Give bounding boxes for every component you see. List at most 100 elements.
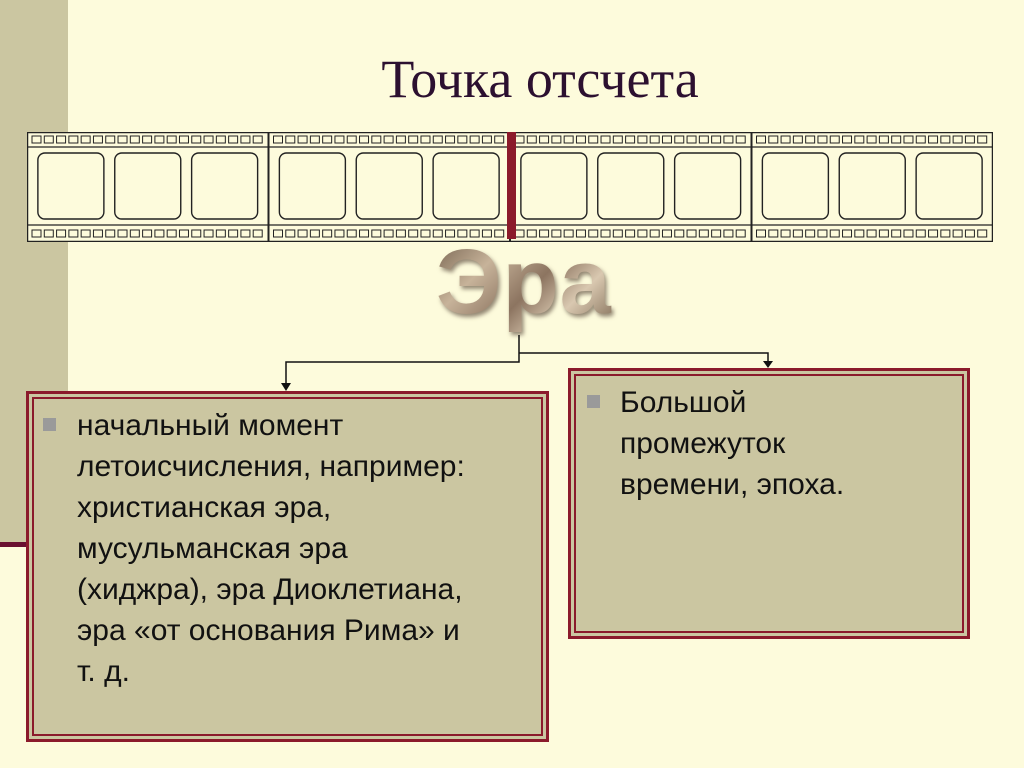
film-frame (761, 152, 830, 220)
film-perforation (285, 135, 296, 144)
film-perforation (756, 229, 766, 238)
side-decor-line (0, 542, 26, 547)
film-perforation (817, 229, 828, 238)
arrow-head-right (763, 361, 773, 368)
film-perforation (273, 135, 283, 144)
film-perforation (735, 135, 746, 144)
film-perforation (854, 229, 865, 238)
film-perforation (142, 135, 153, 144)
film-frame (520, 152, 588, 220)
film-perforation (117, 135, 128, 144)
definition-box-period: Большой промежуток времени, эпоха. (568, 368, 970, 639)
film-frame (190, 152, 259, 220)
film-perforation (940, 229, 951, 238)
film-perforation (80, 135, 91, 144)
film-perforation (481, 229, 492, 238)
film-perforation (178, 229, 189, 238)
film-perforation (383, 135, 394, 144)
film-perforation (964, 229, 975, 238)
film-perforation (805, 135, 816, 144)
bullet-icon (587, 395, 600, 408)
film-perforation (551, 135, 562, 144)
film-perforation (600, 135, 611, 144)
film-perforation (526, 135, 537, 144)
film-perforation (940, 135, 951, 144)
film-perforation (805, 229, 816, 238)
film-perforation (686, 135, 697, 144)
film-perforation (346, 229, 357, 238)
film-perforation (166, 135, 177, 144)
film-perforation (240, 229, 251, 238)
film-perforation (723, 229, 734, 238)
film-perforation (723, 135, 734, 144)
film-perforation (612, 229, 623, 238)
film-perforation (105, 229, 116, 238)
film-perforation (915, 135, 926, 144)
film-perforation (756, 135, 766, 144)
film-perforation (191, 229, 202, 238)
film-perforation (829, 229, 840, 238)
film-perforation (829, 135, 840, 144)
film-perforation (395, 229, 406, 238)
film-perforation (768, 229, 779, 238)
film-perforation (191, 135, 202, 144)
film-perforation (866, 135, 877, 144)
film-frame (915, 152, 983, 220)
film-perforation (952, 135, 963, 144)
film-perforation (792, 135, 803, 144)
film-perforation (854, 135, 865, 144)
film-perforation (105, 135, 116, 144)
film-perforation (228, 229, 239, 238)
film-perforation (792, 229, 803, 238)
film-perforation (432, 229, 443, 238)
film-perforation (395, 135, 406, 144)
film-perforation (322, 135, 333, 144)
film-perforation (457, 229, 468, 238)
film-perforation (273, 229, 283, 238)
film-perforation (359, 229, 370, 238)
film-perforation (768, 135, 779, 144)
film-perforation (117, 229, 128, 238)
film-perforation (625, 229, 636, 238)
film-perforation (891, 135, 902, 144)
film-perforation (780, 229, 791, 238)
film-perforation (309, 135, 320, 144)
film-perforation (445, 229, 456, 238)
film-perforation (469, 135, 480, 144)
film-perforation (297, 135, 308, 144)
film-frame (838, 152, 906, 220)
film-perforation (178, 135, 189, 144)
film-perforation (637, 229, 648, 238)
film-perforation (203, 135, 214, 144)
film-perforation (551, 229, 562, 238)
film-perforation (674, 229, 685, 238)
film-perforation (228, 135, 239, 144)
film-perforation (371, 135, 382, 144)
film-perforation (359, 135, 370, 144)
film-perforation (928, 135, 939, 144)
film-perforation (203, 229, 214, 238)
film-perforation (526, 229, 537, 238)
film-perforation (481, 135, 492, 144)
film-perforation (711, 135, 722, 144)
film-perforation (588, 135, 599, 144)
film-perforation (698, 229, 709, 238)
film-frame (278, 152, 347, 220)
film-perforation (334, 135, 345, 144)
film-perforation (346, 135, 357, 144)
film-perforation (383, 229, 394, 238)
connector-to-left-box (285, 335, 520, 384)
film-perforation (420, 229, 431, 238)
reference-point-marker (507, 132, 516, 239)
film-perforation (661, 229, 672, 238)
film-perforation (92, 135, 103, 144)
film-perforation (842, 229, 853, 238)
film-perforation (711, 229, 722, 238)
film-perforation (469, 229, 480, 238)
film-perforation (322, 229, 333, 238)
film-perforation (408, 135, 419, 144)
film-perforation (878, 229, 889, 238)
film-perforation (129, 135, 140, 144)
film-perforation (878, 135, 889, 144)
